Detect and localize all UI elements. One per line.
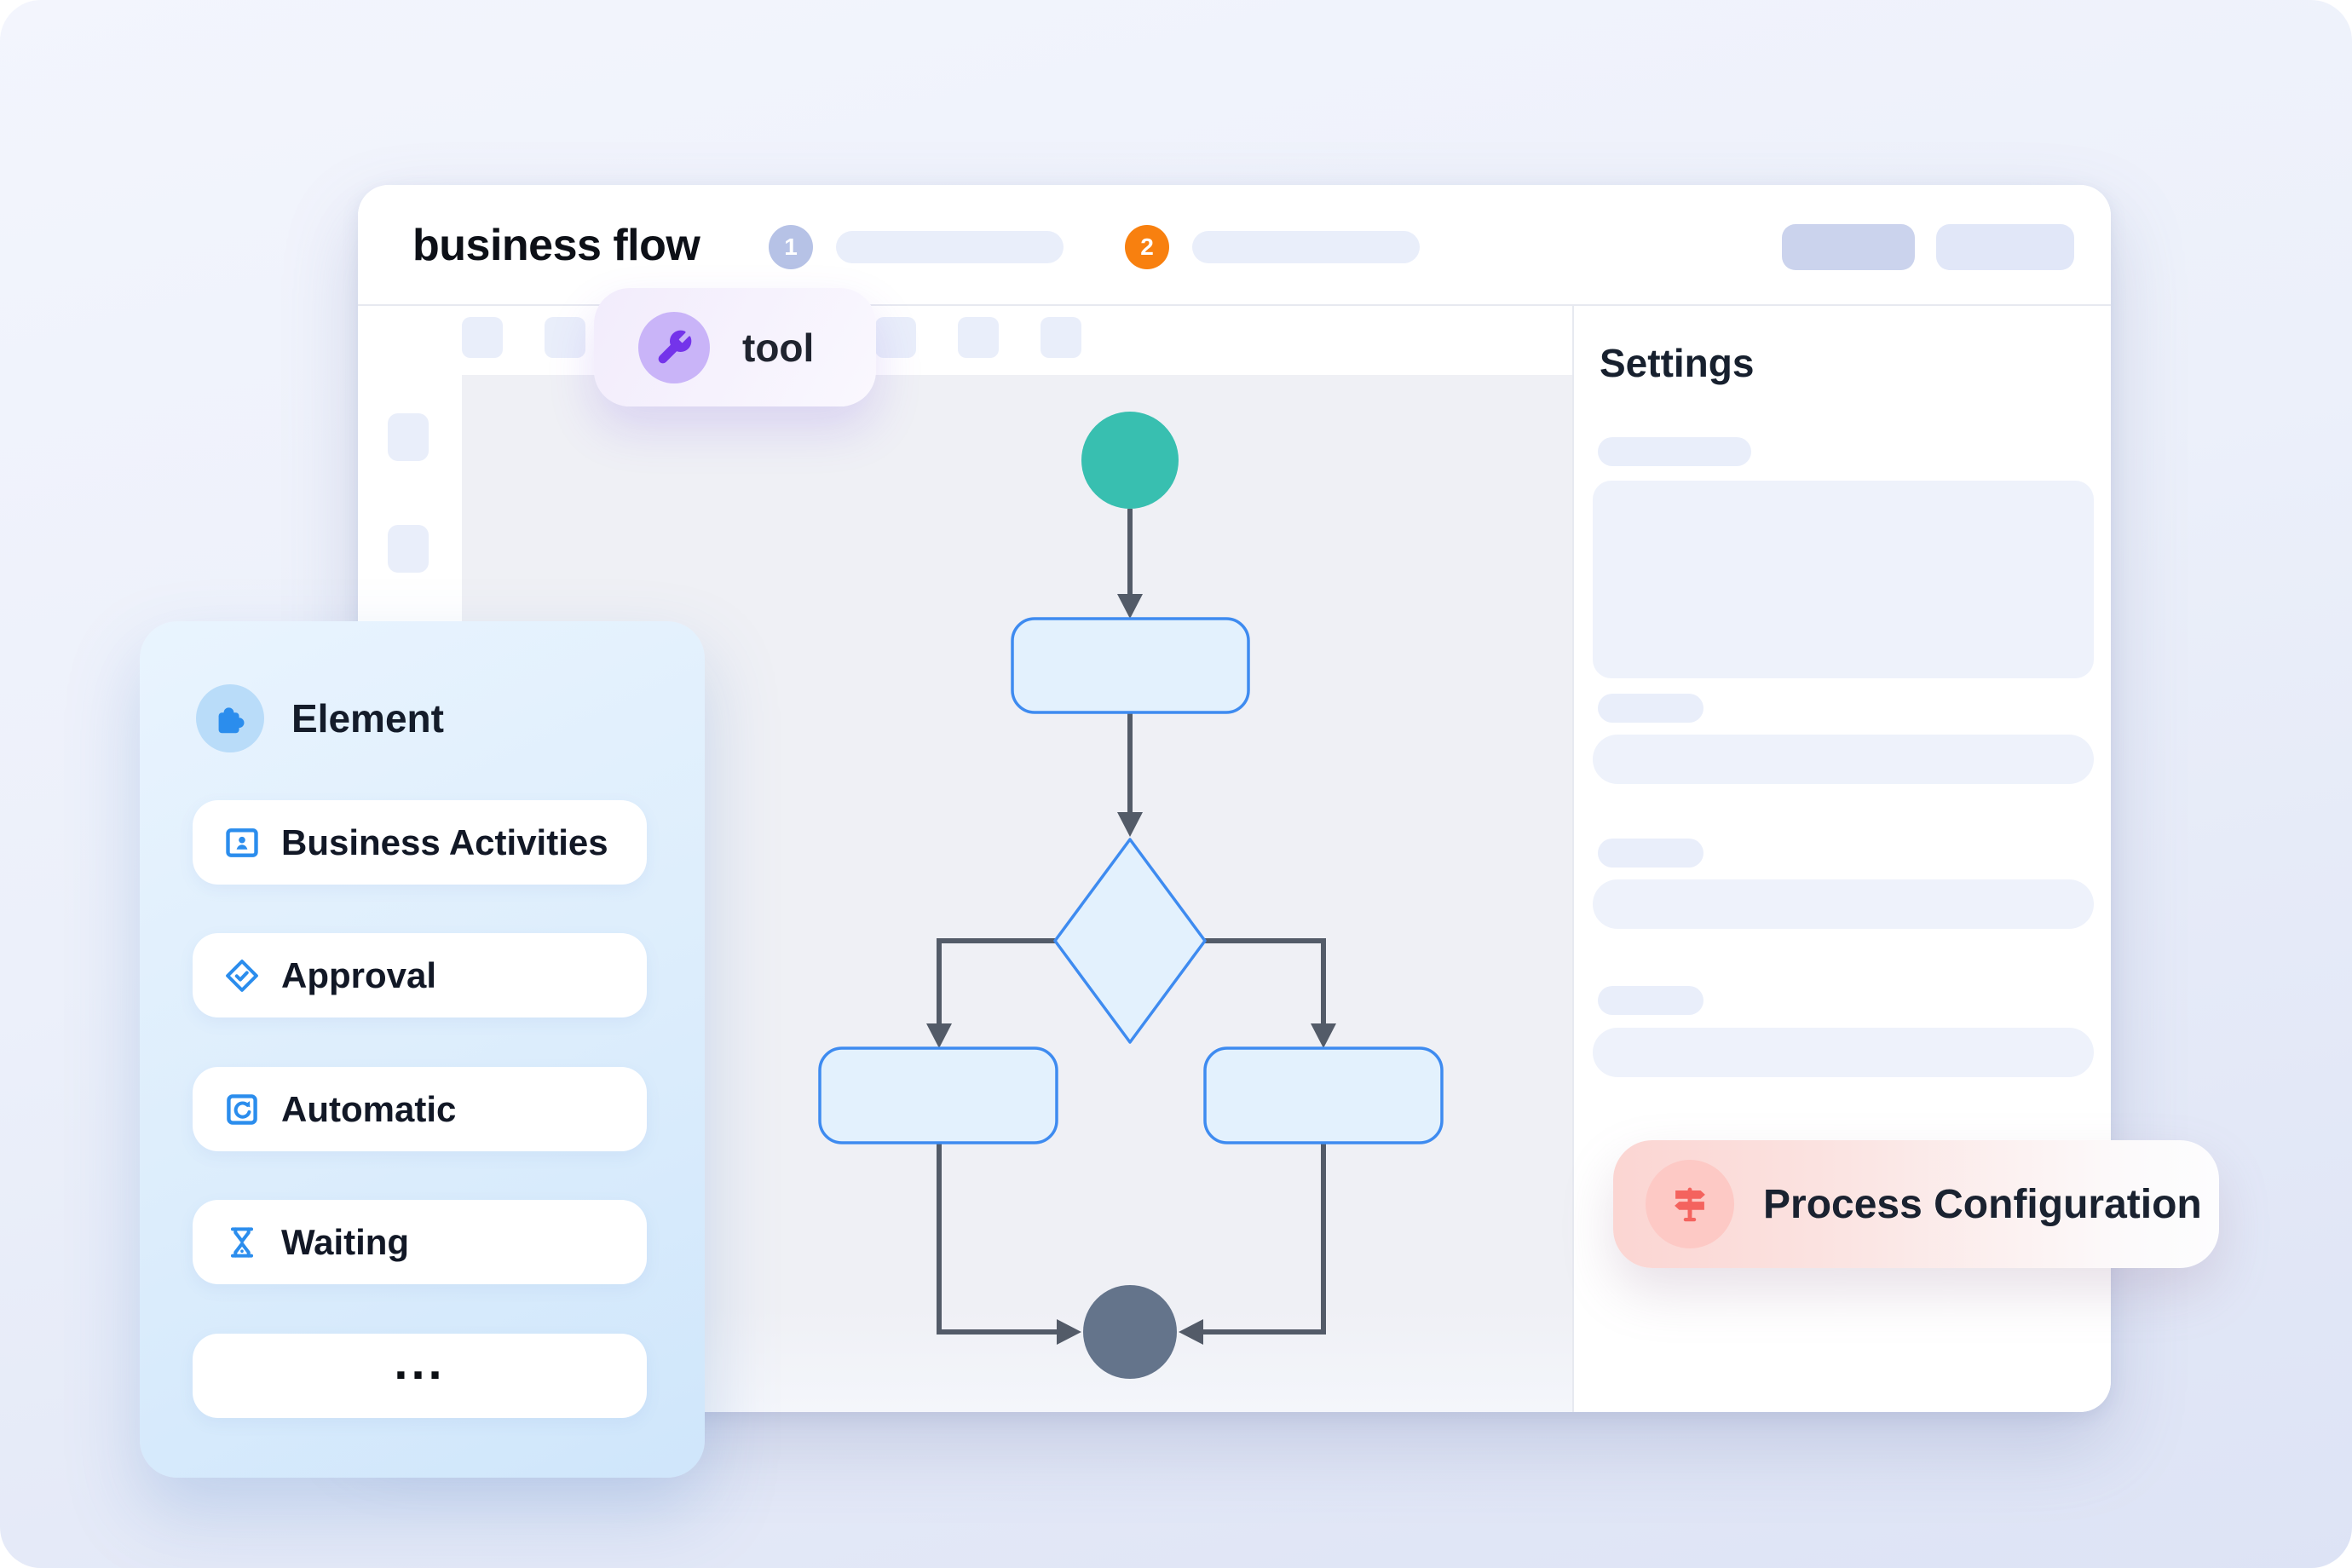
element-panel-header: Element (196, 684, 444, 752)
element-item-label: Approval (281, 954, 437, 995)
element-item-label: Automatic (281, 1088, 457, 1129)
branch-left-node[interactable] (818, 1046, 1058, 1144)
decision-node[interactable] (1053, 838, 1207, 1044)
toolbar-button[interactable] (875, 317, 916, 358)
settings-textarea-placeholder[interactable] (1593, 481, 2094, 678)
toolbar-button[interactable] (462, 317, 503, 358)
start-node[interactable] (1081, 412, 1179, 509)
header-button-primary[interactable] (1782, 224, 1915, 270)
step-1-badge[interactable]: 1 (769, 225, 813, 269)
tool-pill[interactable]: tool (594, 288, 876, 406)
side-tool-button[interactable] (388, 413, 429, 461)
wrench-icon (658, 330, 692, 363)
settings-label-placeholder (1598, 986, 1703, 1015)
header-button-secondary[interactable] (1936, 224, 2074, 270)
process-config-icon-circle (1646, 1160, 1734, 1248)
flow-canvas[interactable] (462, 375, 1572, 1412)
arrowhead (1117, 594, 1143, 619)
branch-right-node[interactable] (1203, 1046, 1444, 1144)
element-item-automatic[interactable]: Automatic (193, 1067, 647, 1151)
step-1-placeholder-bar (836, 231, 1064, 263)
step-2-badge[interactable]: 2 (1125, 225, 1169, 269)
connector-decision-right (1205, 938, 1326, 1026)
element-panel: Element Business Activities Approval (140, 621, 705, 1478)
tool-pill-label: tool (742, 325, 815, 370)
puzzle-icon (218, 707, 245, 734)
connector-right-end (1202, 1143, 1326, 1335)
settings-label-placeholder (1598, 437, 1751, 466)
window-header: business flow 1 2 (358, 185, 2111, 306)
toolbar-button[interactable] (1041, 317, 1081, 358)
settings-input-placeholder[interactable] (1593, 735, 2094, 784)
element-item-more[interactable]: ... (193, 1334, 647, 1418)
flowchart-svg (818, 412, 1444, 1379)
toolbar-button[interactable] (958, 317, 999, 358)
connector-decision-left (937, 938, 1055, 1026)
side-tool-button[interactable] (388, 525, 429, 573)
element-item-approval[interactable]: Approval (193, 933, 647, 1017)
approval-check-icon (226, 959, 258, 992)
id-badge-icon (226, 827, 258, 857)
task-node[interactable] (1011, 617, 1250, 714)
process-config-label: Process Configuration (1763, 1181, 2202, 1227)
connector-left-end (937, 1143, 1059, 1335)
step-2-placeholder-bar (1192, 231, 1420, 263)
settings-title: Settings (1600, 341, 1755, 385)
app-title: business flow (412, 221, 700, 270)
toolbar-button[interactable] (545, 317, 585, 358)
signpost-icon (1675, 1187, 1705, 1222)
end-node[interactable] (1083, 1285, 1177, 1379)
arrowhead (1311, 1023, 1336, 1048)
element-item-label: Waiting (281, 1221, 410, 1262)
element-icon-circle (196, 684, 264, 752)
hourglass-icon (230, 1226, 254, 1258)
arrowhead (1117, 812, 1143, 837)
arrowhead (1057, 1319, 1081, 1345)
settings-input-placeholder[interactable] (1593, 1028, 2094, 1077)
arrowhead (1179, 1319, 1203, 1345)
element-item-business-activities[interactable]: Business Activities (193, 800, 647, 885)
more-ellipsis-label: ... (394, 1334, 446, 1390)
auto-loop-icon (227, 1093, 257, 1125)
settings-label-placeholder (1598, 694, 1703, 723)
element-panel-title: Element (291, 696, 444, 741)
element-item-label: Business Activities (281, 821, 608, 862)
process-config-pill[interactable]: Process Configuration (1613, 1140, 2219, 1268)
element-item-waiting[interactable]: Waiting (193, 1200, 647, 1284)
tool-icon-circle (638, 311, 710, 383)
arrowhead (926, 1023, 952, 1048)
settings-input-placeholder[interactable] (1593, 879, 2094, 929)
settings-label-placeholder (1598, 839, 1703, 868)
